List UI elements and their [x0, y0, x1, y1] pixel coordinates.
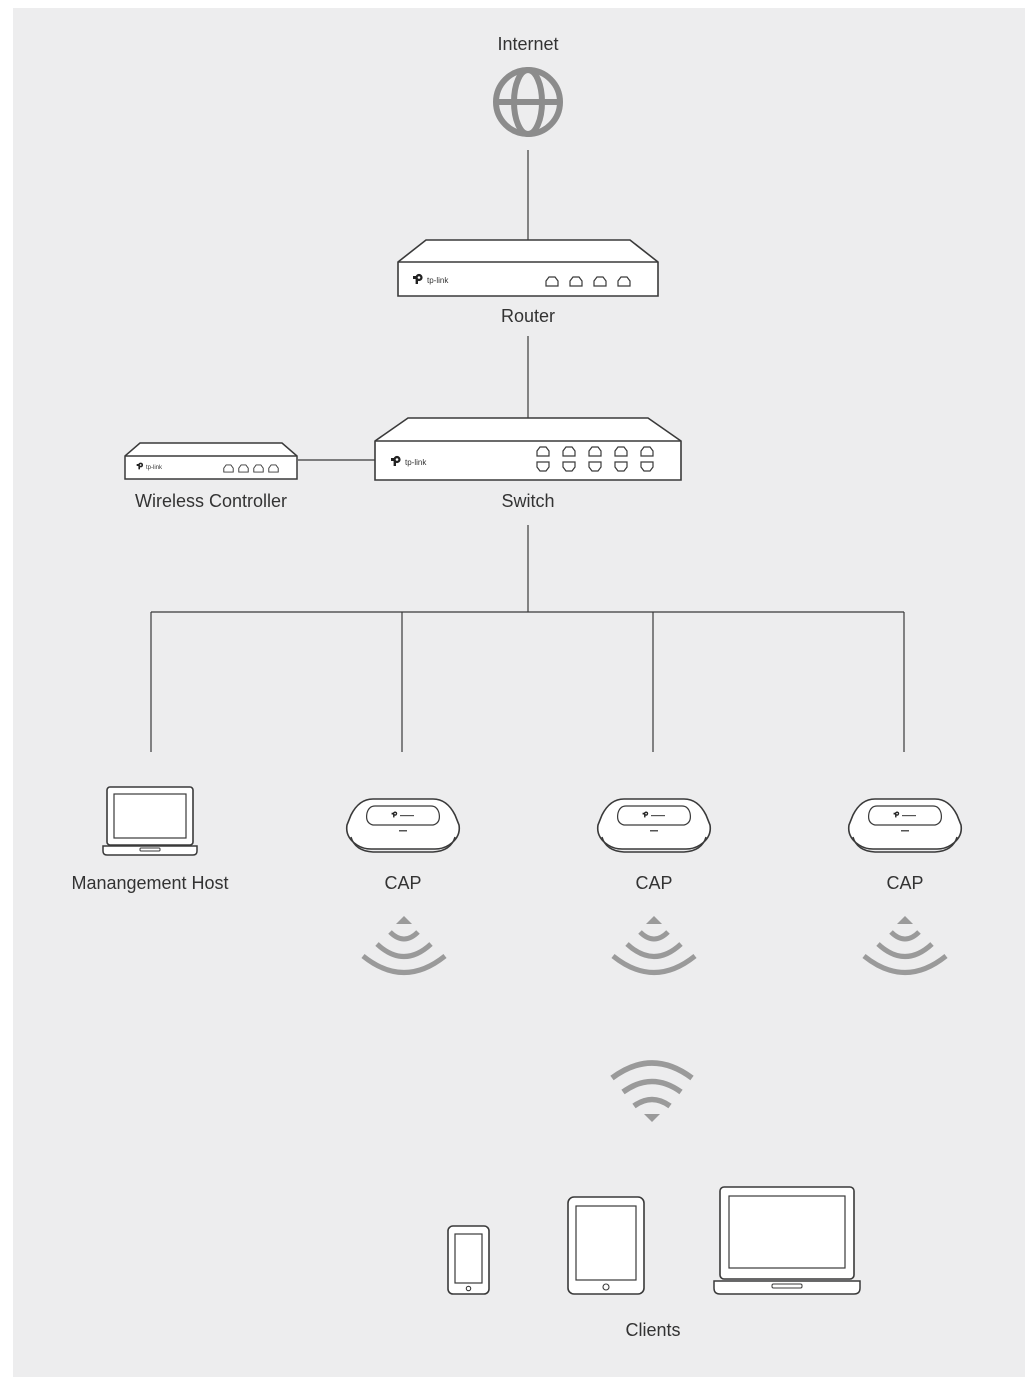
laptop-icon [102, 786, 198, 856]
wireless-controller-node: tp-link Wireless Controller [124, 442, 298, 511]
clients-label: Clients [625, 1320, 680, 1340]
management-host-node: Manangement Host [71, 786, 229, 893]
wifi-icon [610, 1060, 694, 1122]
tablet-icon [567, 1196, 645, 1295]
router-label: Router [501, 306, 555, 326]
access-point-icon [347, 799, 460, 852]
cap-2-label: CAP [635, 873, 672, 893]
wireless-controller-label: Wireless Controller [135, 491, 287, 511]
switch-label: Switch [501, 491, 554, 511]
clients-group: Clients [447, 1186, 861, 1340]
access-point-icon [598, 799, 711, 852]
controller-brand-text: tp-link [146, 465, 163, 471]
internet-label: Internet [497, 34, 558, 54]
management-host-label: Manangement Host [71, 873, 228, 893]
cap-1-label: CAP [384, 873, 421, 893]
cap-node-3: CAP [849, 799, 962, 973]
router-node: tp-link Router [397, 239, 659, 326]
controller-icon: tp-link [124, 442, 298, 480]
cap-3-label: CAP [886, 873, 923, 893]
connection-lines [150, 150, 905, 752]
cap-node-2: CAP [598, 799, 711, 973]
router-brand-text: tp-link [427, 276, 449, 285]
laptop-icon [713, 1186, 861, 1295]
diagram-background [13, 8, 1025, 1377]
phone-icon [447, 1225, 490, 1295]
switch-icon: tp-link [374, 417, 682, 481]
cap-node-1: CAP [347, 799, 460, 973]
switch-brand-text: tp-link [405, 458, 427, 467]
internet-node: Internet [493, 34, 563, 137]
globe-icon [493, 67, 563, 137]
access-point-icon [849, 799, 962, 852]
switch-node: tp-link Switch [374, 417, 682, 511]
router-icon: tp-link [397, 239, 659, 297]
